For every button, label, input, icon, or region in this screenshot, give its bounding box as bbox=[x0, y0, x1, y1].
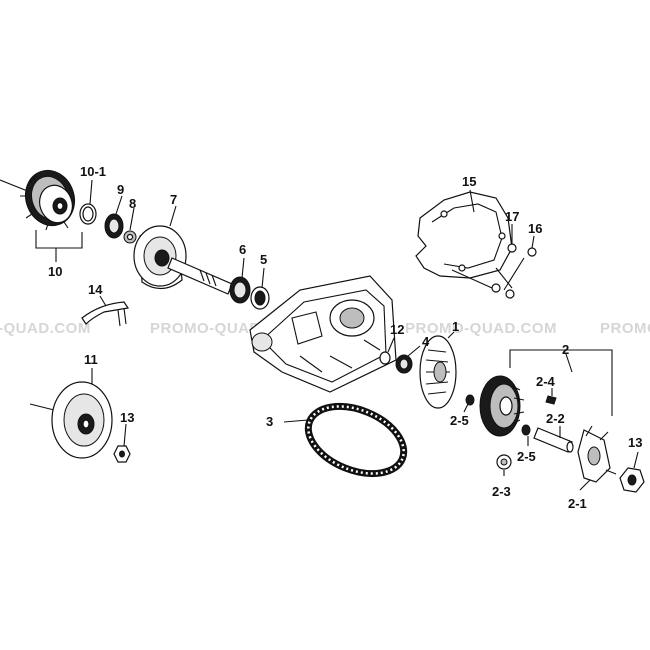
part-labels: 10-1 9 8 7 10 6 5 14 11 13 15 17 16 12 4… bbox=[48, 164, 642, 511]
label-3: 3 bbox=[266, 414, 273, 429]
part-3-drive-belt bbox=[304, 402, 408, 478]
watermark-left: -QUAD.COM bbox=[0, 320, 91, 337]
part-2-4-slider bbox=[545, 395, 557, 405]
part-10-1-washer bbox=[79, 203, 97, 225]
part-1-drive-face bbox=[419, 335, 457, 409]
label-1: 1 bbox=[452, 319, 459, 334]
label-13-left: 13 bbox=[120, 410, 134, 425]
part-15-cover bbox=[415, 191, 513, 279]
label-12: 12 bbox=[390, 322, 404, 337]
label-6: 6 bbox=[239, 242, 246, 257]
label-11: 11 bbox=[84, 352, 98, 367]
label-10: 10 bbox=[48, 264, 62, 279]
part-10-clutch-assembly bbox=[0, 169, 76, 231]
part-5-oil-seal bbox=[250, 286, 270, 310]
label-16: 16 bbox=[528, 221, 542, 236]
label-2-1: 2-1 bbox=[568, 496, 587, 511]
watermark-middle-2: PROMO-QUAD.COM bbox=[405, 320, 557, 337]
label-8: 8 bbox=[129, 196, 136, 211]
label-9: 9 bbox=[117, 182, 124, 197]
part-14-shift-lever bbox=[81, 301, 130, 327]
part-6-bearing bbox=[229, 276, 251, 304]
part-2-1-ramp-plate bbox=[577, 425, 617, 483]
part-2-3-weight-roller bbox=[496, 454, 512, 470]
label-2: 2 bbox=[562, 342, 569, 357]
label-15: 15 bbox=[462, 174, 476, 189]
label-4: 4 bbox=[422, 334, 430, 349]
label-2-5-left: 2-5 bbox=[450, 413, 469, 428]
part-9-bearing bbox=[104, 213, 124, 239]
part-12-o-ring bbox=[379, 351, 391, 365]
watermark-right: PROMO- bbox=[600, 320, 650, 337]
label-2-2: 2-2 bbox=[546, 411, 565, 426]
part-16-bolt bbox=[505, 247, 537, 299]
crankcase bbox=[249, 275, 397, 393]
part-8-nut bbox=[123, 230, 137, 244]
label-17: 17 bbox=[505, 209, 519, 224]
part-2-movable-drive-face bbox=[479, 375, 525, 437]
part-2-2-collar bbox=[533, 427, 574, 453]
label-10-1: 10-1 bbox=[80, 164, 106, 179]
label-5: 5 bbox=[260, 252, 267, 267]
label-2-3: 2-3 bbox=[492, 484, 511, 499]
label-2-5-right: 2-5 bbox=[517, 449, 536, 464]
part-11-pulley bbox=[29, 381, 113, 459]
label-7: 7 bbox=[170, 192, 177, 207]
label-14: 14 bbox=[88, 282, 103, 297]
part-4-bearing bbox=[395, 354, 413, 374]
leader-lines bbox=[35, 179, 639, 491]
part-13-nut-right bbox=[619, 467, 645, 493]
label-13-right: 13 bbox=[628, 435, 642, 450]
part-7-clutch-outer-shaft bbox=[133, 225, 233, 295]
part-13-nut-left bbox=[113, 445, 131, 463]
label-2-4: 2-4 bbox=[536, 374, 556, 389]
part-2-5-washer-b bbox=[521, 424, 531, 436]
part-2-5-washer-a bbox=[465, 394, 475, 406]
